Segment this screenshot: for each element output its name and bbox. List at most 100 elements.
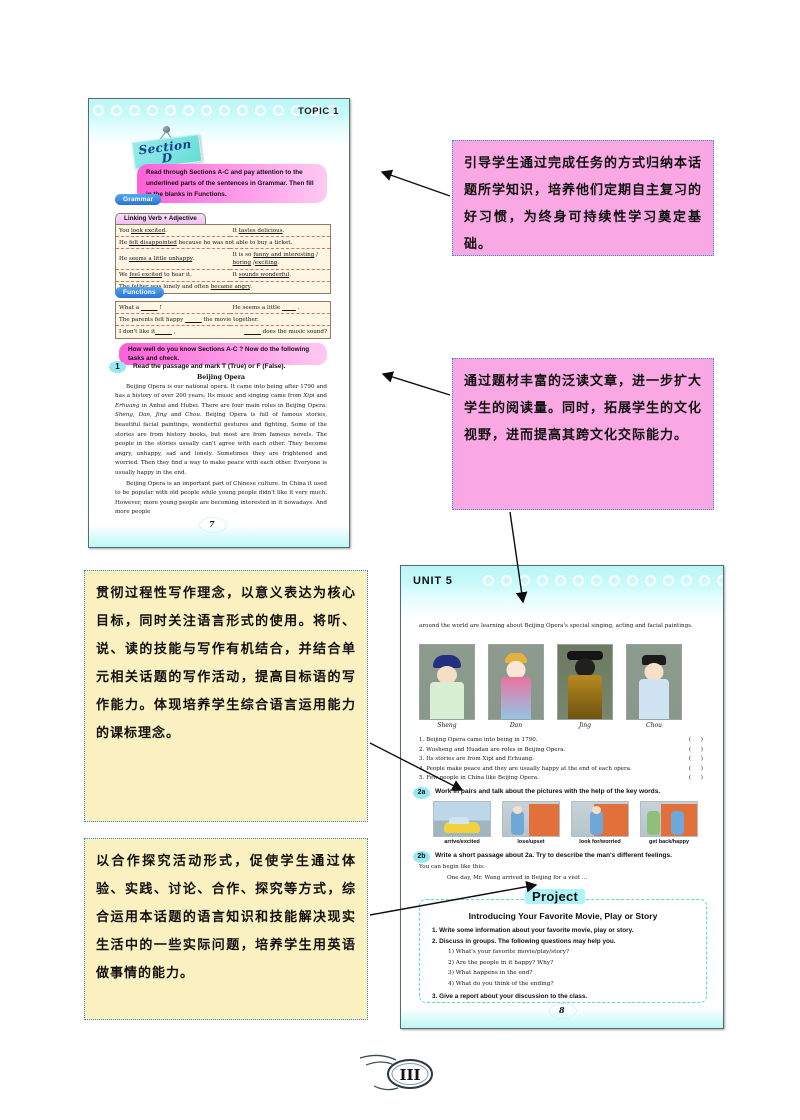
tf-answer-slot[interactable]: ( ) — [688, 756, 707, 763]
opera-role-jing: Jing — [557, 644, 613, 729]
begin-example: One day, Mr. Wang arrived in Beijing for… — [447, 875, 588, 881]
arrow-note1 — [380, 169, 451, 197]
kw-caption: get back/happy — [648, 838, 690, 845]
pin-icon — [163, 126, 170, 133]
kw-image-2 — [502, 801, 560, 837]
header-circle-decoration — [89, 105, 338, 118]
key-words-row: arrive/excited lose/upset look for/worri… — [433, 801, 698, 845]
passage-paragraph-1: Beijing Opera is our national opera. It … — [115, 383, 327, 476]
passage-title: Beijing Opera — [196, 374, 245, 381]
grammar-cell: It tastes delicious. — [229, 224, 331, 238]
tf-text: 2. Wusheng and Huadan are roles in Beiji… — [419, 746, 566, 753]
table-row: He felt disappointed because he was not … — [115, 236, 331, 250]
table-row: What a ! He seems a little . — [115, 301, 331, 315]
arrow-note2 — [381, 371, 451, 396]
tf-answer-slot[interactable]: ( ) — [688, 737, 707, 743]
note-yellow-2: 以合作探究活动形式，促使学生通过体验、实践、讨论、合作、探究等方式，综合运用本话… — [84, 838, 368, 1020]
role-image-chou — [626, 644, 682, 720]
grammar-cell: We feel excited to hear it. — [115, 269, 230, 282]
task-number-2b: 2b — [413, 851, 430, 863]
header-circle-decoration-right — [479, 575, 723, 588]
project-subquestion: 3) What happens in the end? — [448, 970, 533, 976]
task-2a-title: Work in pairs and talk about the picture… — [435, 788, 661, 795]
instruction-banner-second: How well do you know Sections A-C ? Now … — [119, 343, 327, 365]
task-2b-title: Write a short passage about 2a. Try to d… — [435, 852, 673, 859]
task-1-title: Read the passage and mark T (True) or F … — [133, 363, 286, 370]
functions-table-wrap: What a ! He seems a little . The parents… — [115, 301, 331, 339]
key-word-lose-upset: lose/upset — [502, 801, 560, 845]
task-number-2a: 2a — [413, 787, 430, 799]
grammar-table: You look excited. It tastes delicious. H… — [115, 224, 331, 294]
project-steps: 1. Write some information about your fav… — [432, 925, 700, 1002]
passage-paragraph-2: Beijing Opera is an important part of Ch… — [115, 480, 327, 516]
project-subquestion: 2) Are the people in it happy? Why? — [448, 959, 554, 966]
tf-answer-slot[interactable]: ( ) — [688, 765, 707, 772]
table-row: We feel excited to hear it. It sounds wo… — [115, 269, 331, 282]
project-box: Introducing Your Favorite Movie, Play or… — [419, 899, 707, 1003]
project-title: Project — [525, 889, 586, 904]
table-row: He seems a little unhappy. It is so funn… — [115, 248, 331, 270]
page-number-halo-right — [549, 1003, 577, 1019]
functions-cell: does the music sound? — [260, 328, 327, 335]
page-header-band-right — [401, 566, 723, 600]
project-subquestion: 1) What's your favorite movie/play/story… — [448, 949, 570, 955]
true-false-list: 1. Beijing Opera came into being in 1790… — [419, 736, 707, 784]
page-number-halo-left — [199, 517, 227, 533]
kw-image-3 — [571, 801, 629, 837]
opera-role-chou: Chou — [626, 644, 682, 729]
note-pink-1: 引导学生通过完成任务的方式归纳本话题所学知识，培养他们定期自主复习的好习惯，为终… — [452, 140, 714, 256]
key-word-getback-happy: get back/happy — [640, 801, 698, 845]
role-caption: Dan — [509, 722, 523, 729]
note-yellow-1: 贯彻过程性写作理念，以意义表达为核心目标，同时关注语言形式的使用。将听、说、读的… — [84, 570, 368, 822]
textbook-page-right: UNIT 5 around the world are learning abo… — [400, 565, 724, 1029]
table-row: The parents felt happy the movie togethe… — [115, 313, 331, 327]
functions-cell: I don't like it , — [119, 328, 176, 335]
project-step-3: 3. Give a report about your discussion t… — [432, 993, 588, 1000]
grammar-cell: It is so funny and interesting / boring … — [229, 248, 331, 270]
table-row: You look excited. It tastes delicious. — [115, 224, 331, 238]
footer-band-left — [89, 525, 349, 547]
functions-cell: The parents felt happy the movie togethe… — [115, 313, 331, 327]
functions-chip: Functions — [115, 287, 164, 298]
role-caption: Sheng — [437, 722, 457, 729]
table-row: I don't like it , does the music sound? — [116, 326, 331, 338]
textbook-page-left: TOPIC 1 Section D Read through Sections … — [88, 98, 350, 548]
tf-text: 3. Its stories are from Xipi and Erhuang… — [419, 756, 534, 763]
reading-passage: Beijing Opera Beijing Opera is our natio… — [115, 373, 327, 518]
role-caption: Chou — [646, 722, 662, 729]
project-step-2: 2. Discuss in groups. The following ques… — [432, 938, 616, 945]
role-image-sheng — [419, 644, 475, 720]
project-subquestion: 4) What do you think of the ending? — [448, 980, 554, 987]
section-tag: Section D — [127, 126, 209, 171]
role-image-dan — [488, 644, 544, 720]
list-item: 3. Its stories are from Xipi and Erhuang… — [419, 755, 707, 765]
tf-answer-slot[interactable]: ( ) — [688, 775, 707, 782]
kw-caption: look for/worried — [579, 838, 621, 845]
project-step-1: 1. Write some information about your fav… — [432, 927, 634, 934]
tf-text: 4. People make peace and they are usuall… — [419, 765, 632, 772]
begin-label: You can begin like this: — [419, 864, 485, 870]
bottom-page-number: III — [399, 1066, 420, 1084]
unit-label: UNIT 5 — [413, 575, 453, 587]
page-number-right: 8 — [559, 1005, 565, 1015]
tf-text: 5. Few people in China like Beijing Oper… — [419, 775, 539, 782]
continued-paragraph: around the world are learning about Beij… — [419, 623, 693, 629]
grammar-cell: The father was lonely and often became a… — [119, 284, 252, 291]
grammar-cell: It sounds wonderful. — [229, 269, 331, 282]
grammar-cell: You look excited. — [115, 224, 230, 238]
kw-image-4 — [640, 801, 698, 837]
list-item: 5. Few people in China like Beijing Oper… — [419, 774, 707, 784]
grammar-chip: Grammar — [115, 194, 162, 205]
instruction-banner-top: Read through Sections A-C and pay attent… — [137, 164, 327, 203]
grammar-table-wrap: Linking Verb + Adjective You look excite… — [115, 206, 331, 294]
role-image-jing — [557, 644, 613, 720]
table-row: The father was lonely and often became a… — [116, 281, 331, 293]
header-fade-right — [401, 600, 723, 618]
functions-cell: What a ! — [115, 301, 230, 315]
project-subtitle: Introducing Your Favorite Movie, Play or… — [468, 911, 658, 921]
page-header-band-left — [89, 99, 349, 129]
page-number-left: 7 — [209, 519, 215, 529]
tf-answer-slot[interactable]: ( ) — [688, 746, 707, 753]
role-caption: Jing — [578, 722, 592, 729]
grammar-caption: Linking Verb + Adjective — [115, 212, 206, 224]
